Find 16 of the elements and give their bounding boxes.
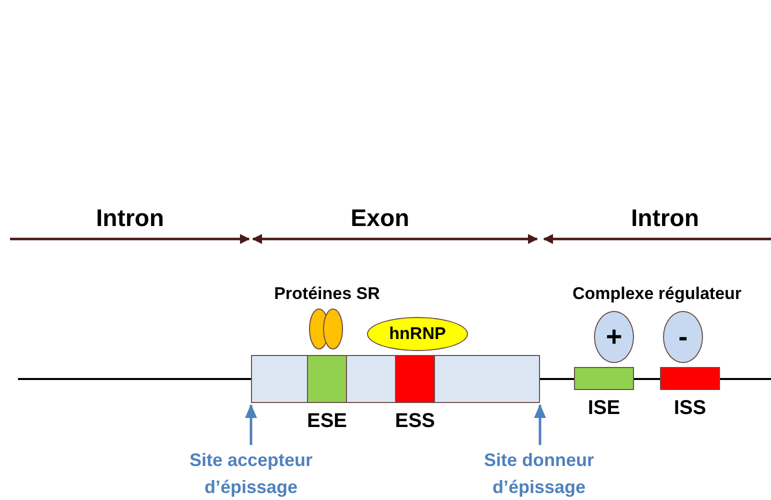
site-label: Site donneur d’épissage (459, 445, 619, 499)
group-label: Complexe régulateur (572, 284, 742, 304)
site-label: Site accepteur d’épissage (171, 445, 331, 499)
protein-label: Protéines SR (274, 284, 380, 304)
region-label: Intron (631, 205, 699, 233)
protein-ellipse: hnRNP (367, 317, 468, 351)
arrow (534, 404, 546, 445)
element-label: ISE (588, 397, 620, 420)
element-label: ISS (674, 397, 706, 420)
arrow (245, 404, 257, 445)
regulator-ellipse: + (594, 311, 634, 363)
element-label: ESE (306, 410, 348, 433)
region-label: Intron (96, 205, 164, 233)
regulator-ellipse: - (663, 311, 703, 363)
region-label: Exon (350, 205, 410, 233)
element-label: ESS (394, 410, 436, 433)
